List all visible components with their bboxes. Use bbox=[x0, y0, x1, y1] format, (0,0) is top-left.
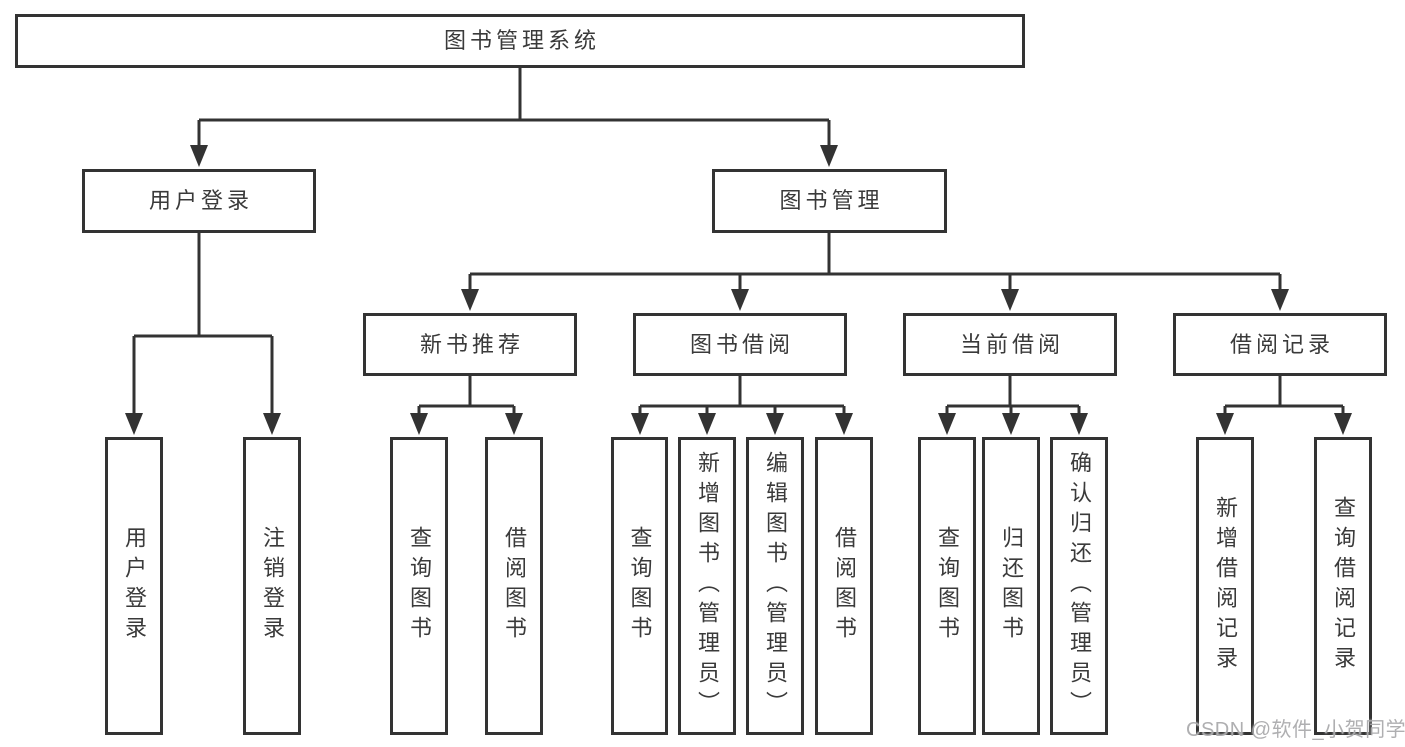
leaf-records-query: 查询借阅记录 bbox=[1314, 437, 1372, 735]
leaf-borrow-query-label: 查询图书 bbox=[627, 526, 653, 646]
leaf-newbooks-query: 查询图书 bbox=[390, 437, 448, 735]
node-book-management-label: 图书管理 bbox=[779, 188, 884, 213]
leaf-user-login: 用户登录 bbox=[105, 437, 163, 735]
leaf-borrow-edit-admin: 编辑图书（管理员） bbox=[746, 437, 804, 735]
node-root: 图书管理系统 bbox=[15, 14, 1025, 68]
node-new-book-recommend-label: 新书推荐 bbox=[419, 331, 524, 357]
node-user-login: 用户登录 bbox=[82, 169, 316, 233]
arrowhead-icons bbox=[125, 145, 1352, 435]
node-new-book-recommend: 新书推荐 bbox=[363, 313, 577, 376]
leaf-newbooks-borrow-label: 借阅图书 bbox=[502, 526, 527, 646]
leaf-borrow-query: 查询图书 bbox=[611, 437, 668, 735]
leaf-current-return: 归还图书 bbox=[982, 437, 1040, 735]
watermark: CSDN @软件_小贺同学 bbox=[1186, 719, 1405, 741]
node-current-borrow-label: 当前借阅 bbox=[959, 331, 1064, 357]
leaf-newbooks-query-label: 查询图书 bbox=[407, 526, 432, 646]
node-root-label: 图书管理系统 bbox=[443, 28, 600, 53]
leaf-borrow-add-admin: 新增图书（管理员） bbox=[678, 437, 736, 735]
node-book-borrow: 图书借阅 bbox=[633, 313, 847, 376]
leaf-current-query: 查询图书 bbox=[918, 437, 976, 735]
node-borrow-records-label: 借阅记录 bbox=[1229, 331, 1334, 357]
leaf-borrow-borrow-label: 借阅图书 bbox=[832, 526, 857, 646]
node-user-login-label: 用户登录 bbox=[148, 188, 253, 213]
node-borrow-records: 借阅记录 bbox=[1173, 313, 1387, 376]
leaf-logout: 注销登录 bbox=[243, 437, 301, 735]
node-book-management: 图书管理 bbox=[712, 169, 947, 233]
node-book-borrow-label: 图书借阅 bbox=[689, 331, 794, 357]
leaf-current-return-label: 归还图书 bbox=[999, 526, 1024, 646]
connector-paths bbox=[132, 67, 1345, 416]
leaf-current-confirm-admin: 确认归还（管理员） bbox=[1050, 437, 1108, 735]
leaf-records-query-label: 查询借阅记录 bbox=[1331, 496, 1356, 676]
leaf-current-query-label: 查询图书 bbox=[935, 526, 960, 646]
node-current-borrow: 当前借阅 bbox=[903, 313, 1117, 376]
leaf-newbooks-borrow: 借阅图书 bbox=[485, 437, 543, 735]
leaf-borrow-add-admin-label: 新增图书（管理员） bbox=[695, 451, 720, 721]
leaf-logout-label: 注销登录 bbox=[260, 526, 285, 646]
leaf-borrow-edit-admin-label: 编辑图书（管理员） bbox=[763, 451, 788, 721]
leaf-current-confirm-admin-label: 确认归还（管理员） bbox=[1067, 451, 1092, 721]
leaf-borrow-borrow: 借阅图书 bbox=[815, 437, 873, 735]
leaf-user-login-label: 用户登录 bbox=[122, 526, 147, 646]
leaf-records-add-label: 新增借阅记录 bbox=[1213, 496, 1238, 676]
leaf-records-add: 新增借阅记录 bbox=[1196, 437, 1254, 735]
